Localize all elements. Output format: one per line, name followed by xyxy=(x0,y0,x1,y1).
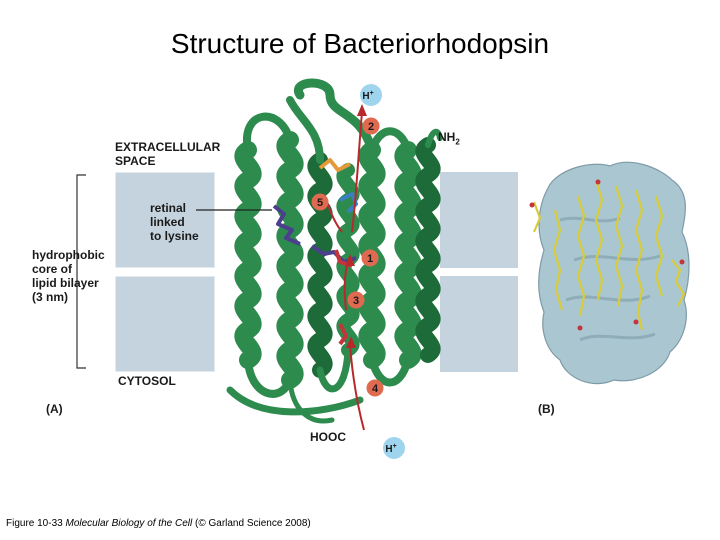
nh2-label: NH2 xyxy=(438,130,460,147)
cytosol-label: CYTOSOL xyxy=(118,374,176,388)
proton-arrowheads xyxy=(345,104,367,348)
step-2-marker: 2 xyxy=(362,117,380,135)
extracellular-label: EXTRACELLULAR SPACE xyxy=(115,140,221,168)
retinal-label: retinal linked to lysine xyxy=(150,201,199,243)
step-4-marker: 4 xyxy=(366,379,384,397)
membrane-left xyxy=(114,171,216,373)
membrane-bracket xyxy=(76,174,86,369)
step-2-label: 2 xyxy=(368,121,374,133)
step-1-label: 1 xyxy=(367,253,373,265)
proton-bottom: H+ xyxy=(383,437,405,459)
page-title: Structure of Bacteriorhodopsin xyxy=(170,28,550,59)
proton-top: H+ xyxy=(360,84,382,106)
step-3-label: 3 xyxy=(353,295,359,307)
hydrophobic-core-label: hydrophobic core of lipid bilayer (3 nm) xyxy=(32,248,105,304)
panel-b-surface-model xyxy=(529,161,690,385)
step-5-label: 5 xyxy=(317,197,323,209)
svg-text:H+: H+ xyxy=(385,443,396,455)
step-4-label: 4 xyxy=(372,383,379,395)
step-3-marker: 3 xyxy=(347,291,365,309)
panel-b-label: (B) xyxy=(538,402,555,416)
step-1-marker: 1 xyxy=(361,249,379,267)
hooc-label: HOOC xyxy=(310,430,346,444)
figure-caption: Figure 10-33 Molecular Biology of the Ce… xyxy=(6,518,311,529)
panel-a-label: (A) xyxy=(46,402,63,416)
step-5-marker: 5 xyxy=(311,193,329,211)
svg-text:H+: H+ xyxy=(362,90,373,102)
protein-ribbon xyxy=(226,78,443,424)
membrane-right xyxy=(440,172,518,372)
